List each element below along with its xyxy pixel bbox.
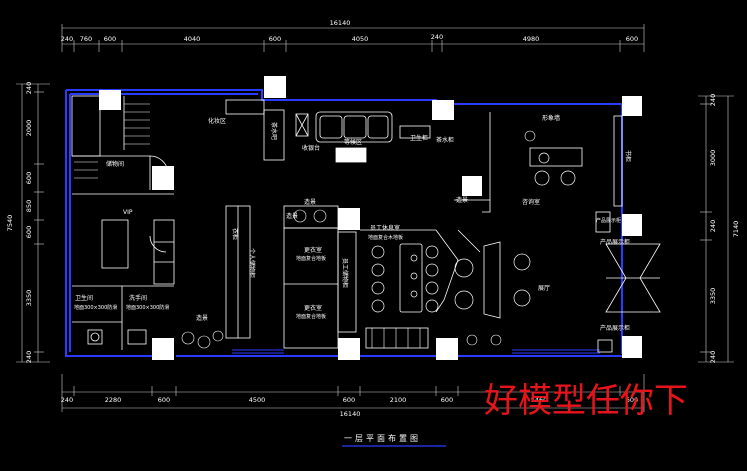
dim-bottom-seg: 600 xyxy=(158,396,170,404)
room-shelf-2: 造景 xyxy=(196,314,208,322)
room-wardrobe: 衣柜 xyxy=(231,228,239,240)
drawing-title: 一层平面布置图 xyxy=(344,433,421,443)
room-staff-cabinet: 员工储物柜 xyxy=(341,258,349,288)
room-makeup: 化妆区 xyxy=(208,117,226,125)
window-bands xyxy=(180,93,600,354)
dim-top-seg: 4040 xyxy=(184,35,201,43)
dim-right-seg: 240 xyxy=(709,351,717,363)
dim-bottom-seg: 4500 xyxy=(249,396,266,404)
dim-top-seg: 600 xyxy=(104,35,116,43)
dim-right-segments: 240 3000 240 3350 240 xyxy=(709,94,717,363)
dim-top-seg: 600 xyxy=(269,35,281,43)
room-product-shelf-3: 产品展示柜 xyxy=(596,217,621,224)
dim-bottom-seg: 600 xyxy=(343,396,355,404)
structural-columns xyxy=(99,76,642,360)
room-display-wall: 形象墙 xyxy=(542,114,560,122)
outer-walls xyxy=(65,89,623,357)
watermark-text: 好模型任你下 xyxy=(484,381,688,421)
decor-plants xyxy=(181,130,536,349)
dim-left-seg: 3350 xyxy=(25,290,33,307)
dim-top-seg: 4050 xyxy=(352,35,369,43)
room-tea-bar: 茶水吧 xyxy=(270,122,278,140)
room-lounge: 等候区 xyxy=(344,138,362,146)
room-showroom: 展厅 xyxy=(538,285,550,292)
dim-bottom-seg: 240 xyxy=(61,396,73,404)
staff-chairs xyxy=(371,245,439,313)
dim-right-seg: 240 xyxy=(709,94,717,106)
dim-top-total: 16140 xyxy=(330,19,351,27)
dim-bottom-seg: 2280 xyxy=(105,396,122,404)
dim-left-seg: 600 xyxy=(25,226,33,238)
dim-left-total: 7540 xyxy=(6,215,14,232)
dim-left-segments: 240 2000 600 850 600 3350 240 xyxy=(25,82,33,363)
room-toilet-note: 地面300×300防滑 xyxy=(74,304,117,311)
dim-bottom-seg: 600 xyxy=(441,396,453,404)
room-changing-1-note: 地面复合地板 xyxy=(296,255,326,262)
dim-top-seg: 600 xyxy=(626,35,638,43)
showroom-seating xyxy=(454,152,576,310)
dim-left-seg: 600 xyxy=(25,172,33,184)
room-consult: 咨询室 xyxy=(522,198,540,206)
dim-bottom-seg: 5460 xyxy=(531,396,548,404)
room-cabinet-tag: 茶水柜 xyxy=(436,136,454,144)
dim-top-seg: 4980 xyxy=(523,35,540,43)
dim-left-seg: 240 xyxy=(25,82,33,94)
room-shelf-1: 造景 xyxy=(304,198,316,206)
room-product-shelf-1: 产品展示柜 xyxy=(600,238,630,246)
room-changing-2: 更衣室 xyxy=(304,304,322,312)
dim-top-segments: 240 760 600 4040 600 4050 240 4980 600 xyxy=(61,33,638,43)
room-wash: 洗手间 xyxy=(129,294,147,302)
dim-right-total: 7140 xyxy=(732,221,740,238)
room-shelf-4: 造景 xyxy=(286,212,298,220)
dim-left-seg: 850 xyxy=(25,200,33,212)
interior-walls xyxy=(71,95,661,353)
dim-top-seg: 760 xyxy=(80,35,92,43)
room-reception: 收银台 xyxy=(302,144,320,152)
dim-right-seg: 240 xyxy=(709,220,717,232)
dim-bottom-seg: 2100 xyxy=(390,396,407,404)
room-shelf-3: 造景 xyxy=(456,196,468,204)
dim-left-seg: 2000 xyxy=(25,120,33,137)
room-vip: VIP xyxy=(123,209,133,216)
dim-top-seg: 240 xyxy=(431,33,443,41)
room-staff: 员工休息室 xyxy=(370,224,400,232)
room-staff-note: 地面复合木地板 xyxy=(368,234,403,241)
dim-right-seg: 3000 xyxy=(709,150,717,167)
dim-bottom-total: 16140 xyxy=(340,410,361,418)
dim-bottom-segments: 240 2280 600 4500 600 2100 600 5460 600 xyxy=(61,396,638,404)
dim-bottom-seg: 600 xyxy=(626,396,638,404)
dimension-lines xyxy=(16,24,734,412)
room-toilet: 卫生间 xyxy=(75,294,93,302)
dim-right-seg: 3350 xyxy=(709,288,717,305)
dim-left-seg: 240 xyxy=(25,351,33,363)
room-changing-2-note: 地面复合地板 xyxy=(296,313,326,320)
room-wash-note: 地面300×300防滑 xyxy=(126,304,169,311)
room-product-cabinet: 个人储物柜 xyxy=(248,248,256,278)
room-health-cabinet: 卫生柜 xyxy=(410,134,428,142)
room-product-shelf-2: 产品展示柜 xyxy=(600,324,630,332)
room-changing-1: 更衣室 xyxy=(304,246,322,254)
dim-top-seg: 240 xyxy=(61,35,73,43)
room-storage: 储物间 xyxy=(106,160,124,168)
room-side-cabinet: 书柜 xyxy=(624,150,632,162)
